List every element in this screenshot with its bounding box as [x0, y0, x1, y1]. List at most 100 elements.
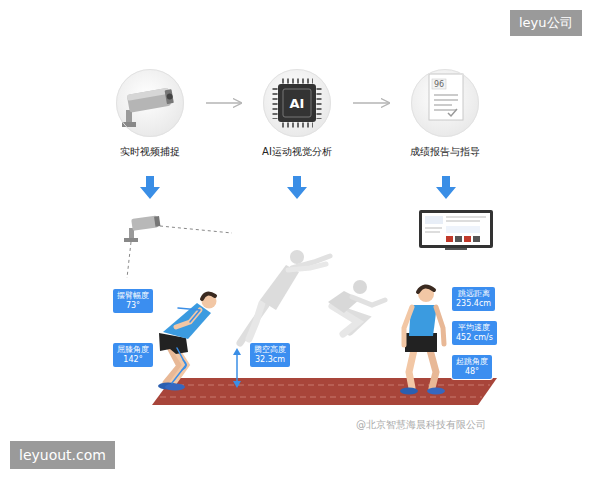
watermark: @北京智慧海晨科技有限公司: [356, 418, 486, 432]
camera-icon-part-part: [127, 88, 171, 113]
report-screen-part: [425, 216, 443, 224]
report-screen-part: [446, 236, 453, 242]
report-icon-part: [434, 95, 458, 110]
camera-illustration-part: [160, 226, 232, 233]
icon-circles-part: [263, 69, 331, 137]
icon-circles: [116, 69, 479, 137]
score-number: 96: [434, 80, 444, 89]
flow-arrow: [206, 102, 241, 103]
metric-value: 73°: [117, 301, 149, 311]
icon-circles-part: [116, 69, 184, 137]
camera-illustration-part: [127, 242, 131, 278]
athlete-standing-part: [430, 350, 436, 388]
ghost-figure-tuck-part: [353, 280, 367, 294]
step-circle: 实时视频捕捉: [116, 69, 184, 137]
metric-value: 32.3cm: [254, 355, 286, 365]
athlete-standing-part: [418, 286, 434, 302]
chip-icon-part: [283, 89, 311, 117]
camera-illustration-part: [124, 238, 138, 242]
chip-icon-part: [278, 84, 316, 122]
metric-value: 235.4cm: [456, 299, 491, 309]
metric-callout: 平均速度452 cm/s: [452, 321, 497, 345]
report-screen-part: [446, 226, 480, 233]
watermark: leyu公司: [510, 10, 582, 36]
report-screen-part: [419, 210, 493, 248]
metric-value: 48°: [456, 367, 488, 377]
ghost-figure-leap-part: [290, 250, 304, 264]
running-track-part: [152, 378, 497, 405]
chip-icon-part: [317, 88, 322, 119]
athlete-crouch-part: [182, 360, 186, 370]
camera-icon-part: [127, 87, 174, 113]
down-arrows-part: [287, 176, 307, 199]
camera-icon-part-part: [127, 88, 169, 101]
camera-icon-part: [122, 122, 136, 127]
athlete-crouch-part: [165, 384, 185, 391]
report-screen-part: [455, 236, 462, 242]
athlete-standing-part: [409, 350, 414, 388]
camera-illustration: [124, 215, 232, 278]
chip-icon-part: [282, 79, 313, 84]
running-track-part: [160, 397, 482, 398]
metric-callout: 腾空高度32.3cm: [250, 343, 290, 367]
camera-icon-part-part: [165, 89, 174, 104]
athlete-crouch-part: [176, 310, 200, 327]
running-track: [152, 378, 497, 405]
flow-arrow: [353, 102, 389, 103]
camera-icon: [122, 87, 174, 127]
ghost-figure-leap-part: [288, 264, 326, 270]
metric-callout: 跳远距离235.4cm: [452, 287, 495, 311]
report-screen: [419, 210, 493, 250]
chip-icon: [275, 81, 319, 125]
athlete-standing-part: [418, 286, 434, 292]
chip-icon-part: [273, 88, 278, 119]
metric-name: 屈膝角度: [117, 345, 149, 355]
athlete-standing: [400, 286, 445, 395]
metric-name: 平均速度: [456, 323, 493, 333]
report-screen-part: [425, 217, 486, 232]
report-screen-part: [445, 248, 467, 250]
ghost-figure-leap-part: [249, 303, 262, 339]
athlete-crouch-part: [178, 308, 200, 322]
height-arrow-part: [236, 354, 238, 382]
icon-circles-part: [411, 69, 479, 137]
down-arrows: [140, 176, 456, 199]
down-arrows-part: [140, 176, 160, 199]
metric-value: 142°: [117, 355, 149, 365]
height-arrow: [233, 348, 241, 388]
report-icon-part: [448, 109, 457, 116]
athlete-crouch-part: [172, 348, 186, 383]
step-circle: 成绩报告与指导: [411, 69, 479, 137]
step-label: AI运动视觉分析: [262, 145, 332, 159]
athlete-standing-part: [404, 307, 412, 345]
athlete-crouch-part: [163, 303, 211, 339]
metric-name: 腾空高度: [254, 345, 286, 355]
metric-name: 起跳角度: [456, 357, 488, 367]
athlete-crouch: [158, 294, 217, 391]
height-arrow-part: [233, 381, 241, 388]
chip-icon-part: [282, 123, 313, 128]
report-icon-part: [432, 79, 446, 89]
athlete-standing-part: [427, 388, 445, 395]
running-track-part: [168, 385, 490, 386]
chip-text: AI: [290, 96, 305, 111]
ghost-figure-tuck-part: [328, 291, 360, 313]
athlete-crouch-part: [173, 348, 186, 383]
athlete-crouch-part: [202, 294, 215, 299]
watermark: leyuout.com: [10, 441, 115, 469]
report-screen-part: [473, 236, 480, 242]
metric-callout: 起跳角度48°: [452, 355, 492, 379]
camera-icon-part-part: [166, 93, 173, 100]
athlete-standing-part: [436, 307, 444, 344]
metric-callout: 摆臂幅度73°: [113, 289, 153, 313]
down-arrows-part: [436, 176, 456, 199]
report-icon: [429, 74, 463, 120]
athlete-standing-part: [400, 388, 418, 395]
ghost-figure-tuck: [328, 280, 385, 334]
height-arrow-part: [233, 348, 241, 355]
athlete-crouch-part: [202, 294, 217, 309]
ghost-figure-leap: [240, 250, 330, 343]
